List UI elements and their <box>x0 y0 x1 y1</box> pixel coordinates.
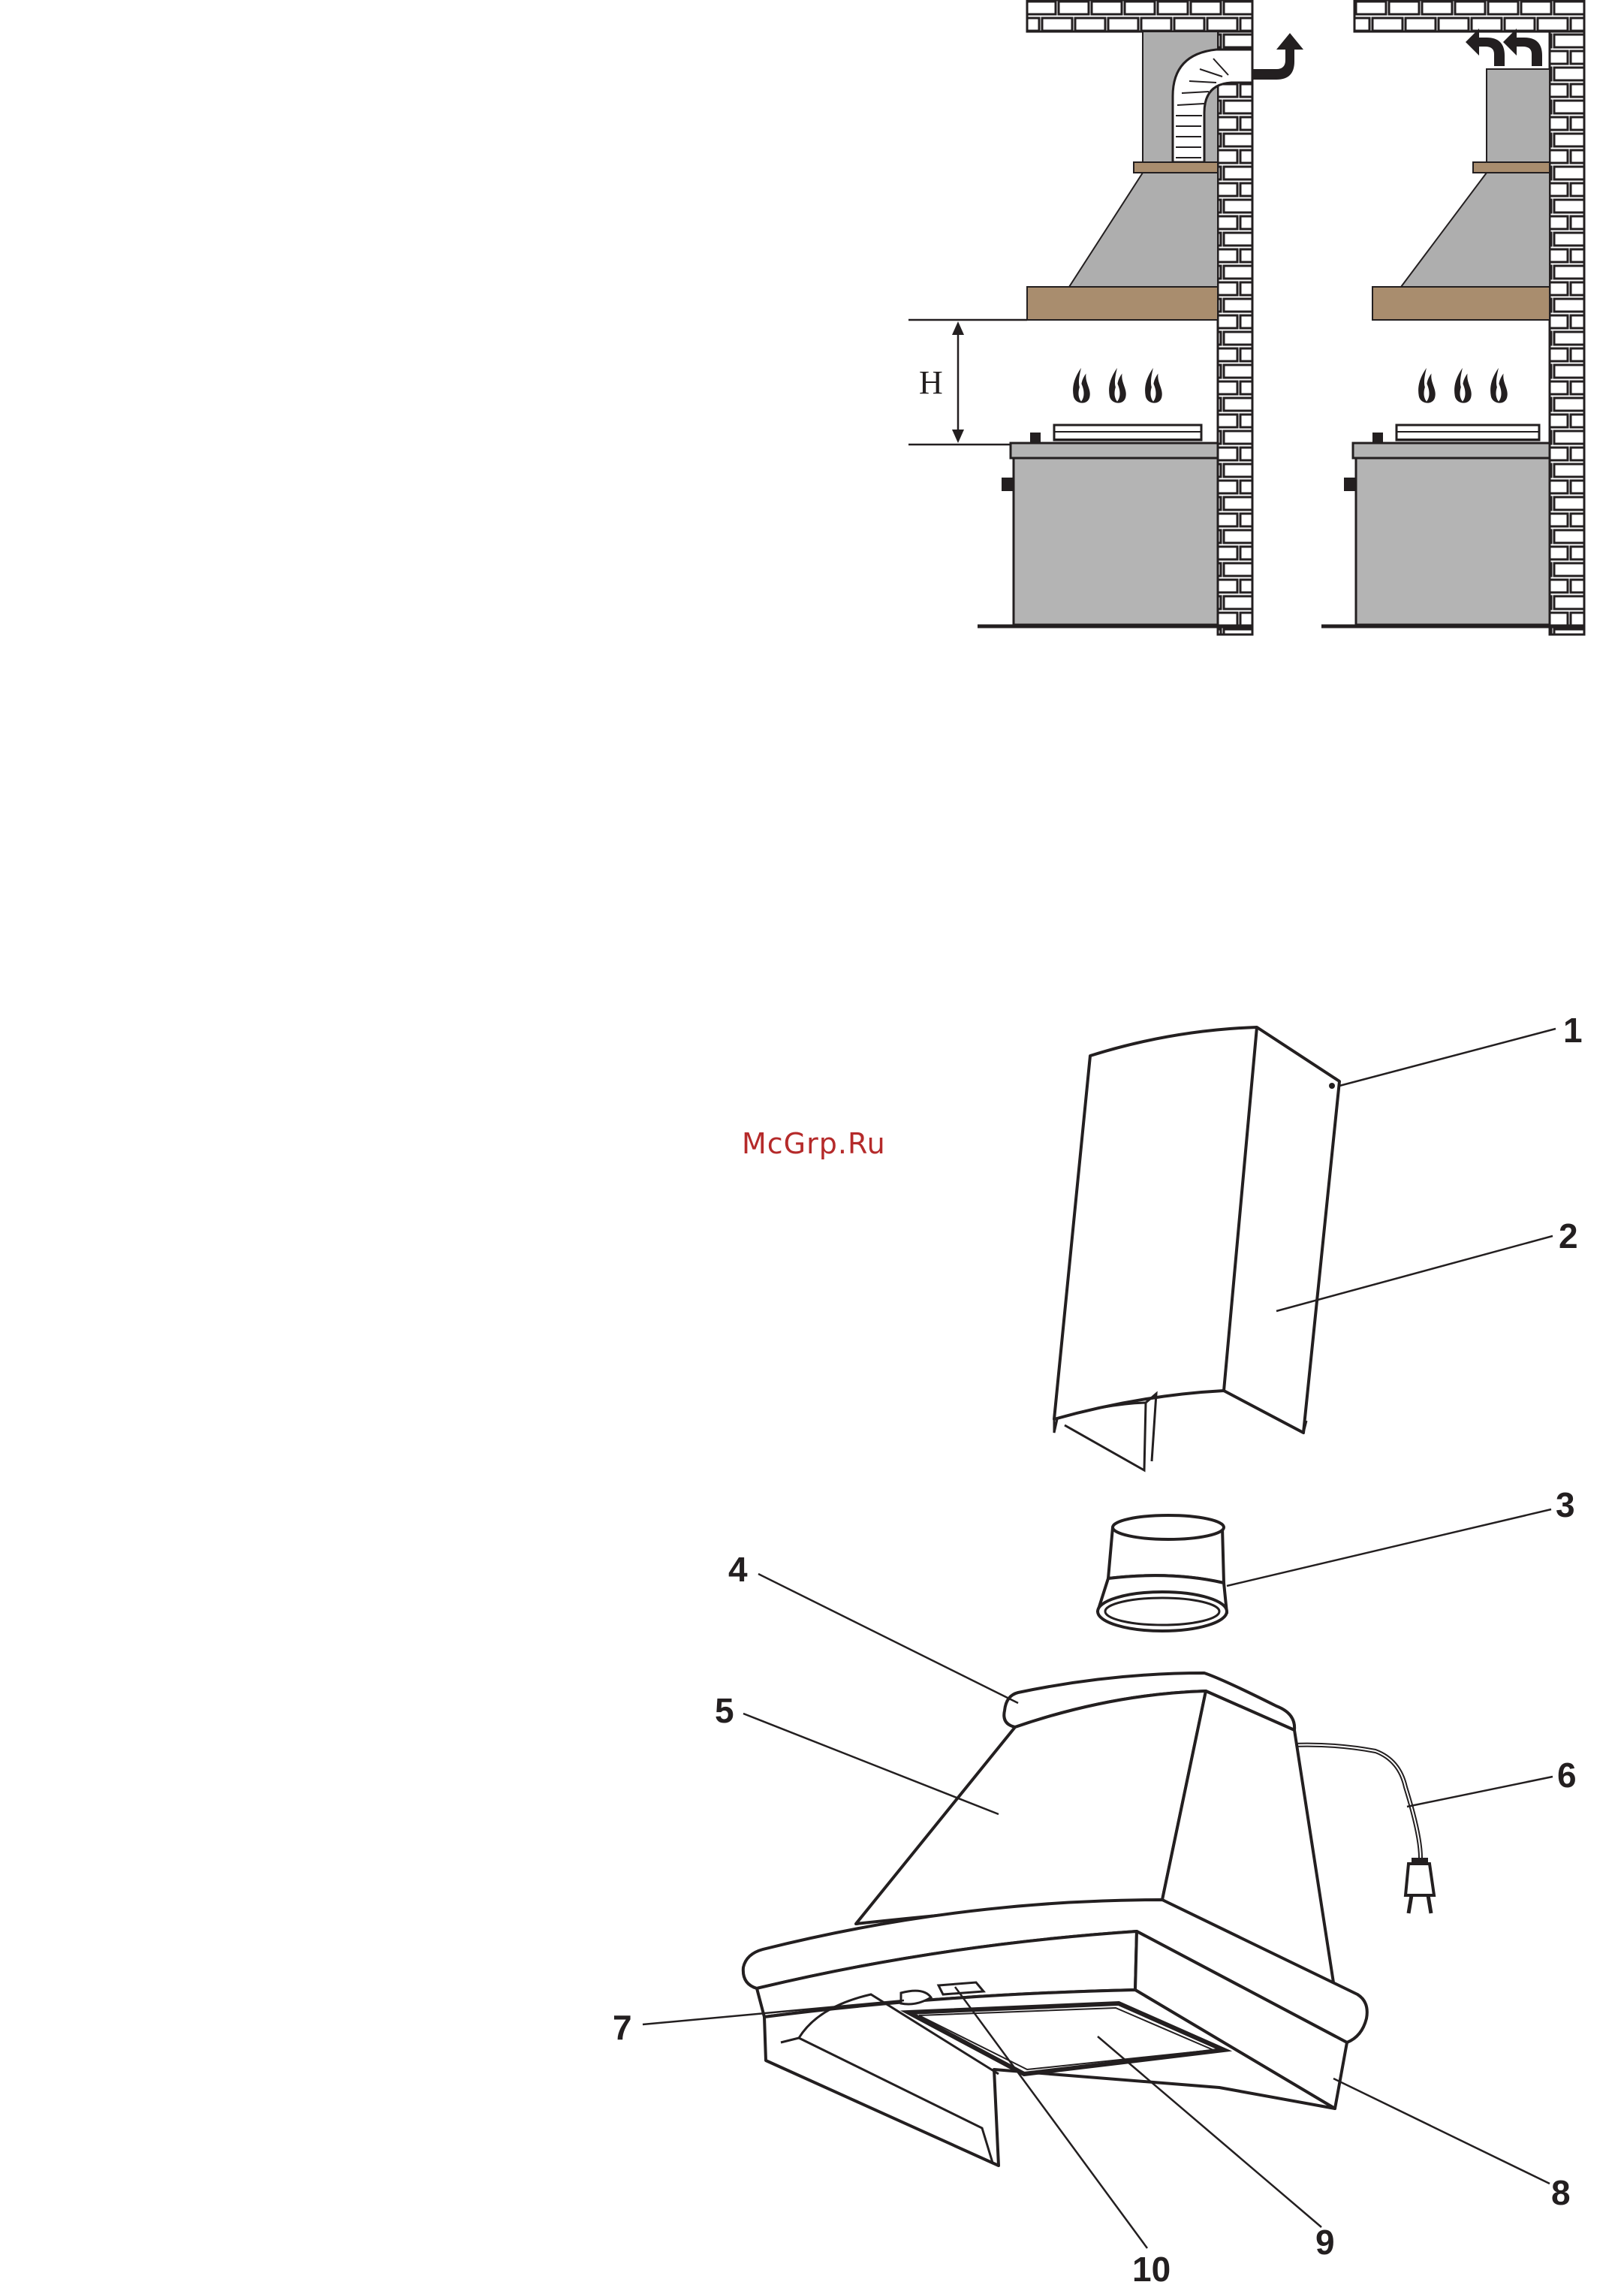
callout-9: 9 <box>1315 2223 1335 2262</box>
ceiling-brick-right <box>1354 0 1584 32</box>
watermark-text: McGrp.Ru <box>742 1127 886 1160</box>
callout-1: 1 <box>1563 1011 1583 1050</box>
ceiling-brick-left <box>1027 0 1252 32</box>
recirculation-arrow-icon <box>1503 29 1542 66</box>
hood-wood-frame-left <box>1027 287 1218 320</box>
adapter-ring-part <box>1098 1515 1227 1631</box>
plug-icon <box>1406 1858 1434 1913</box>
wall-brick-right <box>1550 32 1584 635</box>
callout-3: 3 <box>1556 1485 1575 1524</box>
recirculation-arrow-icon <box>1466 29 1505 66</box>
stove-body-left <box>1014 458 1218 625</box>
callout-7: 7 <box>613 2008 632 2047</box>
callout-2: 2 <box>1559 1216 1578 1256</box>
callout-4: 4 <box>728 1550 748 1589</box>
install-diagram-exhaust: H <box>908 0 1303 635</box>
callout-8: 8 <box>1551 2173 1571 2212</box>
cooktop-left <box>1011 443 1218 458</box>
callout-5: 5 <box>715 1691 734 1730</box>
hood-body-right <box>1401 173 1550 287</box>
dimension-label: H <box>919 364 943 401</box>
callout-10: 10 <box>1132 2250 1171 2285</box>
install-diagram-recirculation <box>1321 0 1584 635</box>
callout-6: 6 <box>1557 1756 1577 1795</box>
hood-collar-right <box>1473 162 1550 173</box>
grate-right <box>1397 425 1539 440</box>
cooktop-right <box>1353 443 1550 458</box>
screw-hole <box>1329 1083 1335 1089</box>
wall-brick-left <box>1218 32 1252 635</box>
chimney-cover-part <box>1054 1027 1339 1433</box>
stove-body-right <box>1356 458 1550 625</box>
switch-part <box>939 1982 984 1994</box>
exploded-parts-diagram <box>643 1027 1556 2248</box>
chimney-cover-right <box>1487 69 1550 162</box>
hood-body-left <box>1069 173 1218 287</box>
exhaust-arrow-icon <box>1252 33 1303 80</box>
hood-wood-frame-right <box>1372 287 1550 320</box>
hood-collar-left <box>1134 162 1218 173</box>
hood-body-part <box>856 1691 1206 1924</box>
grate-left <box>1054 425 1201 440</box>
